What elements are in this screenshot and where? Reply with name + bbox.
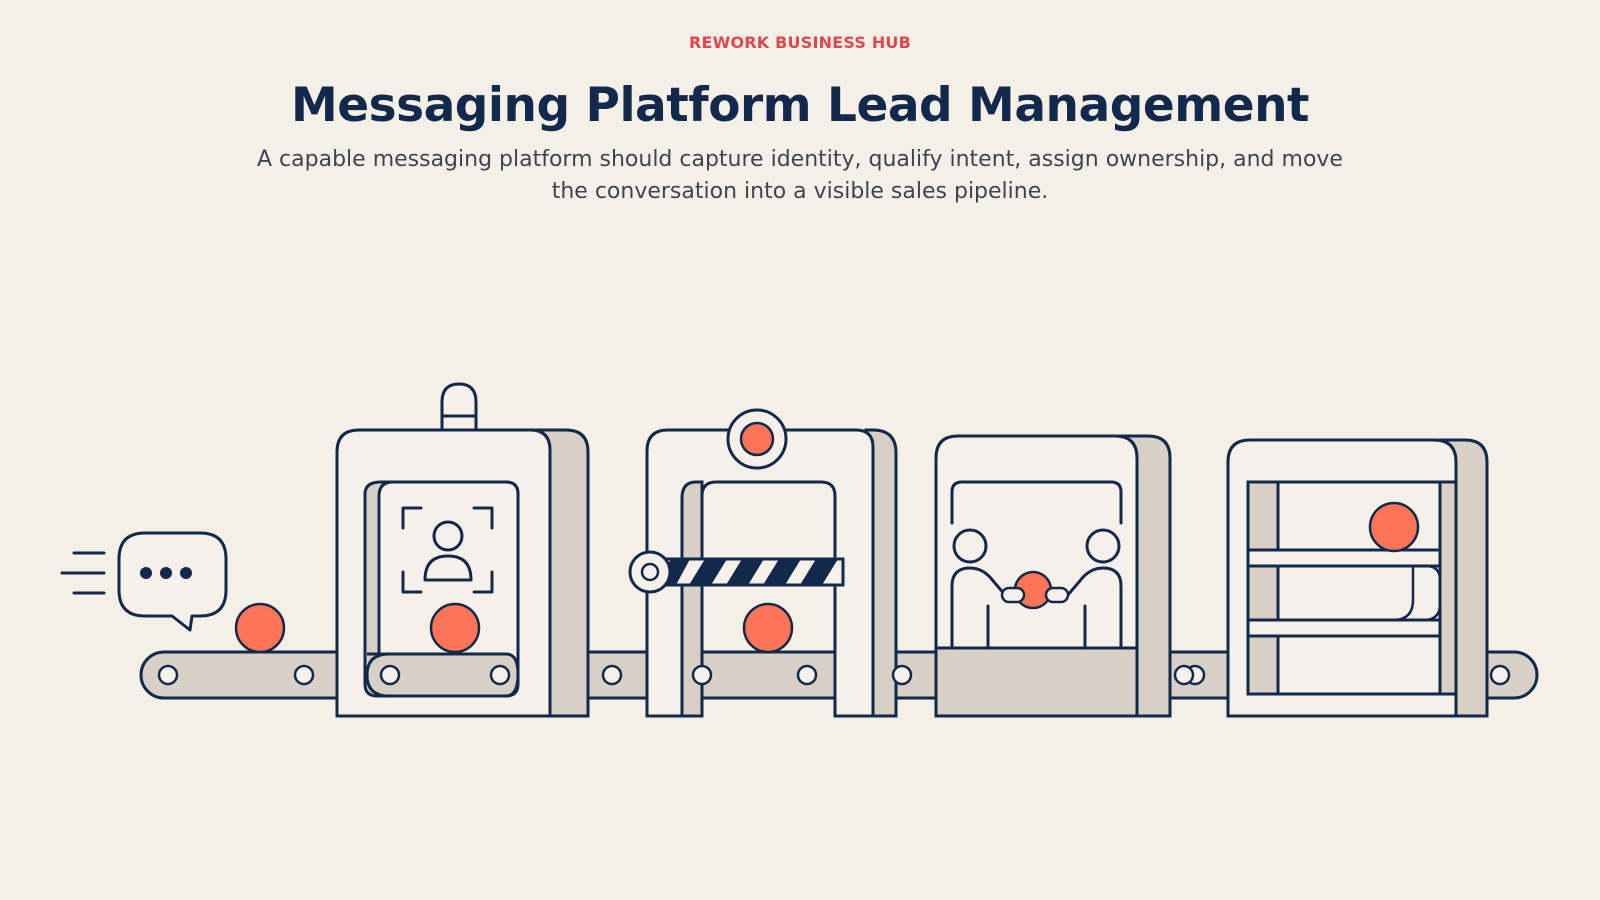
qualification-gate-machine xyxy=(645,408,913,718)
qualification-gate-icon xyxy=(628,550,845,594)
handoff-icon xyxy=(950,528,1123,650)
lead-dot xyxy=(234,602,286,654)
chat-bubble-icon xyxy=(117,531,228,632)
identity-scan-icon xyxy=(401,506,494,594)
page-title: Messaging Platform Lead Management xyxy=(290,78,1310,133)
page-subtitle: A capable messaging platform should capt… xyxy=(257,147,1343,204)
handoff-machine xyxy=(934,434,1172,718)
lead-dot xyxy=(429,602,481,654)
identity-scanner-machine xyxy=(335,382,590,718)
lead-dot xyxy=(742,602,794,654)
eyebrow-label: REWORK BUSINESS HUB xyxy=(688,33,912,52)
pipeline-shelves-machine xyxy=(1173,438,1489,718)
speed-lines-icon xyxy=(60,551,106,595)
lead-dot xyxy=(1368,501,1420,553)
